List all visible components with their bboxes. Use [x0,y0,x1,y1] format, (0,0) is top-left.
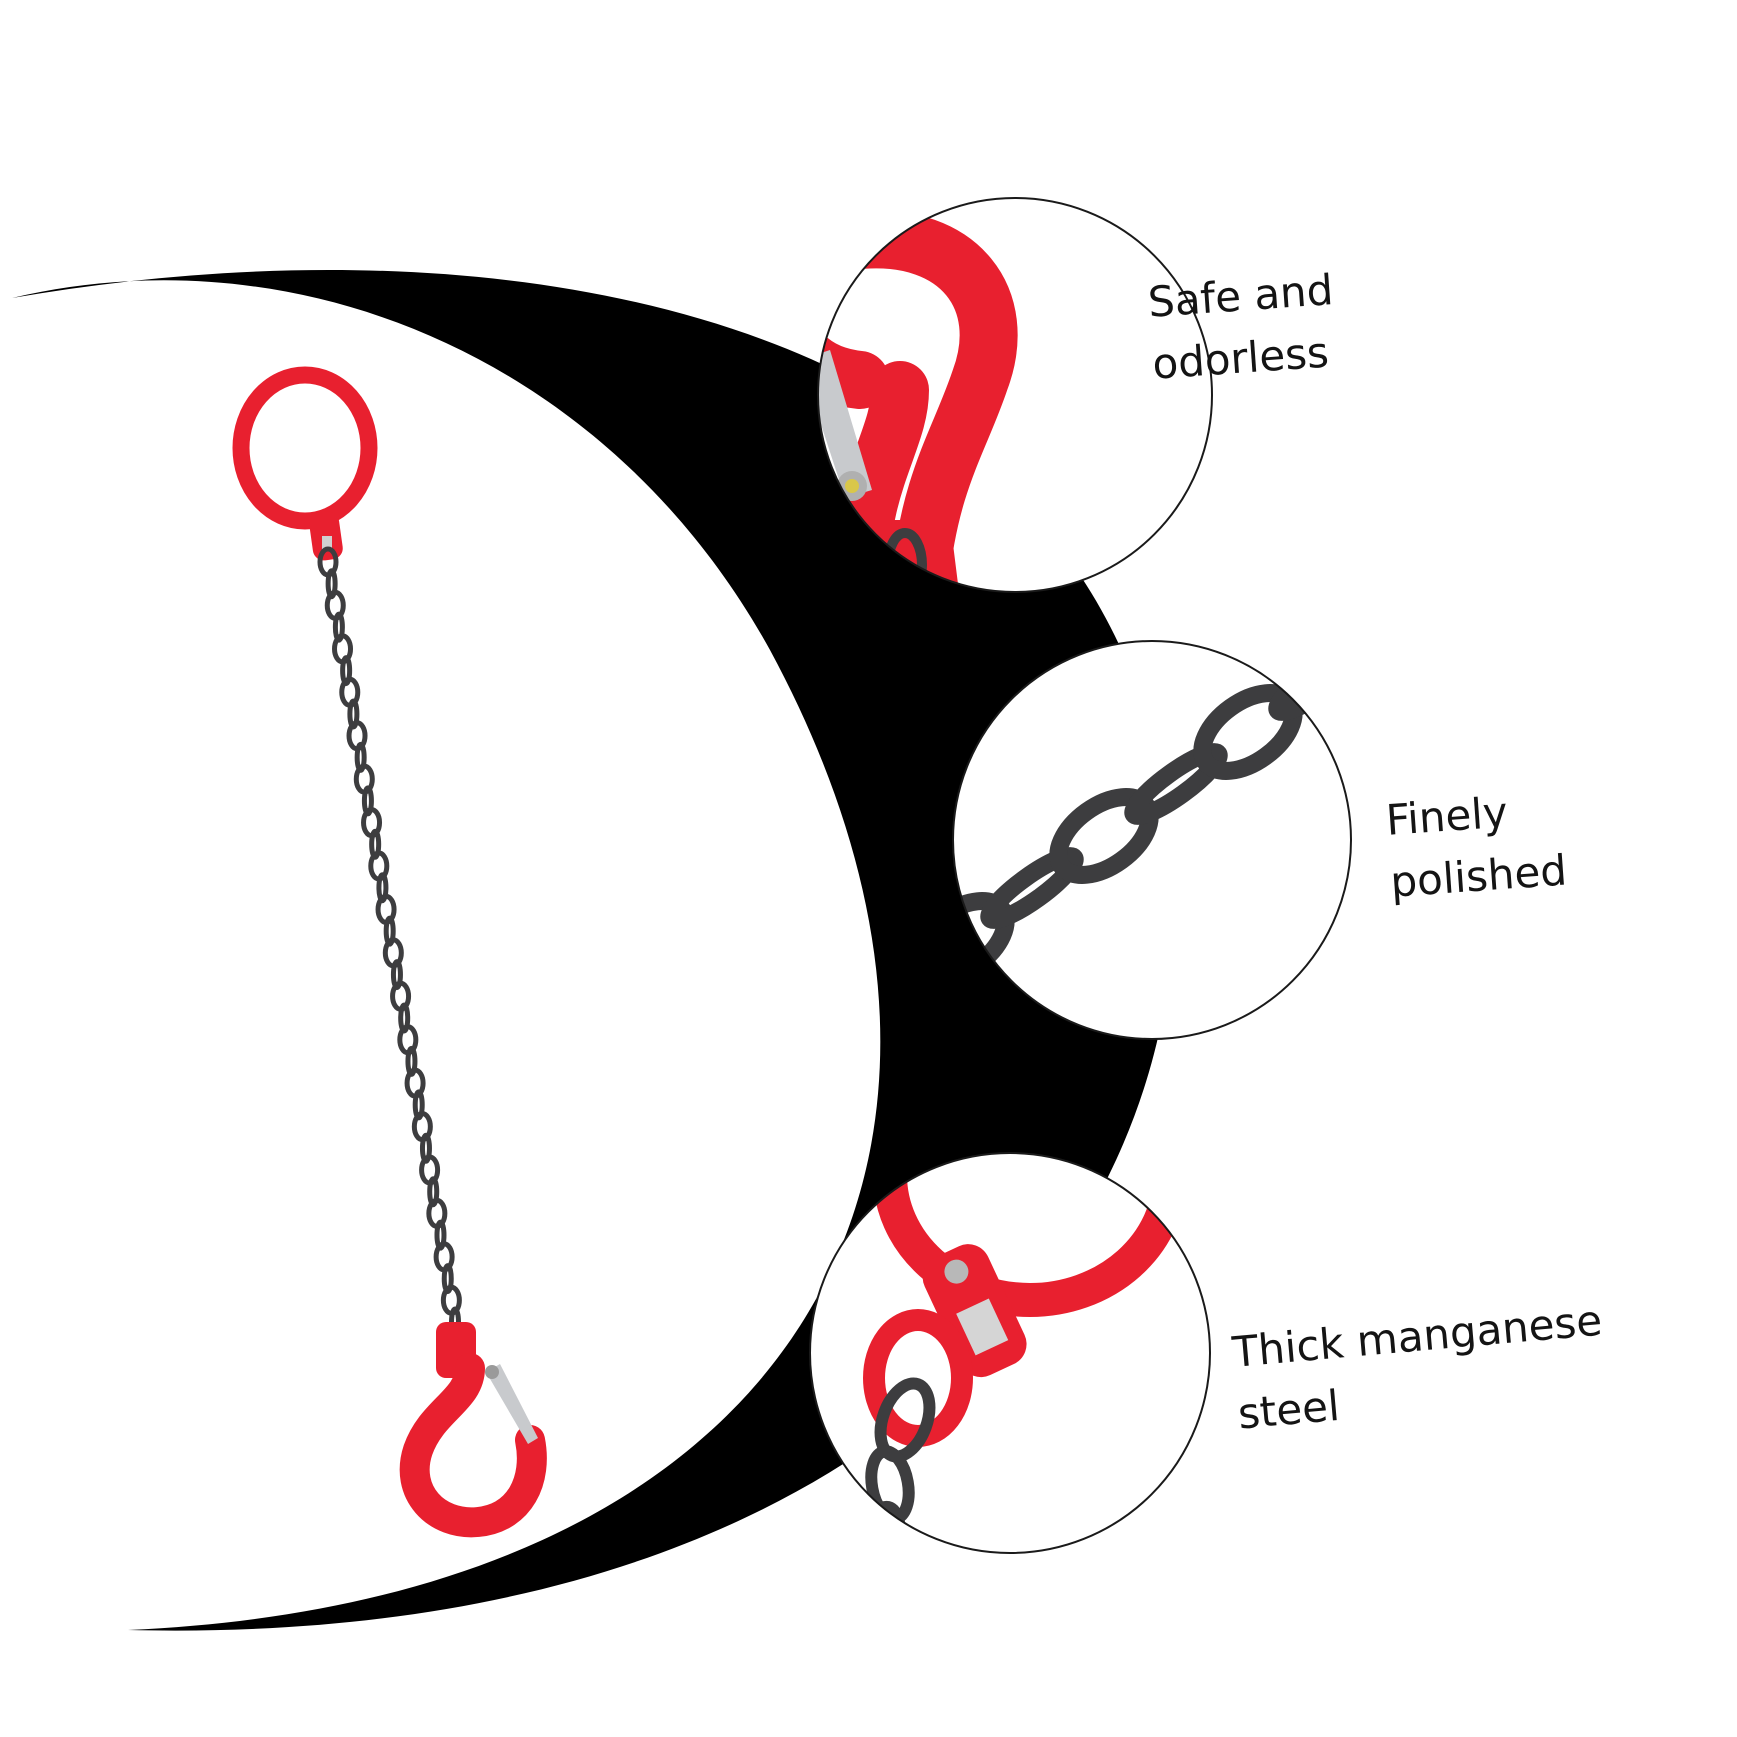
chain-icon [317,546,462,1338]
feature-label-polished: Finely polished [1384,778,1569,914]
safety-latch [486,1364,538,1444]
chain-link [1268,641,1351,721]
feature-label-line: odorless [1150,327,1331,389]
master-link-icon [232,366,378,530]
sling-hook-icon [399,1322,547,1538]
feature-label-safe: Safe and odorless [1146,259,1340,396]
chain-link [1124,743,1228,825]
chain-sling-icon [232,366,547,1538]
chain-link [980,847,1084,929]
detail-circle-chain [952,640,1352,1040]
feature-label-line: polished [1388,845,1569,907]
safety-latch [818,350,872,498]
